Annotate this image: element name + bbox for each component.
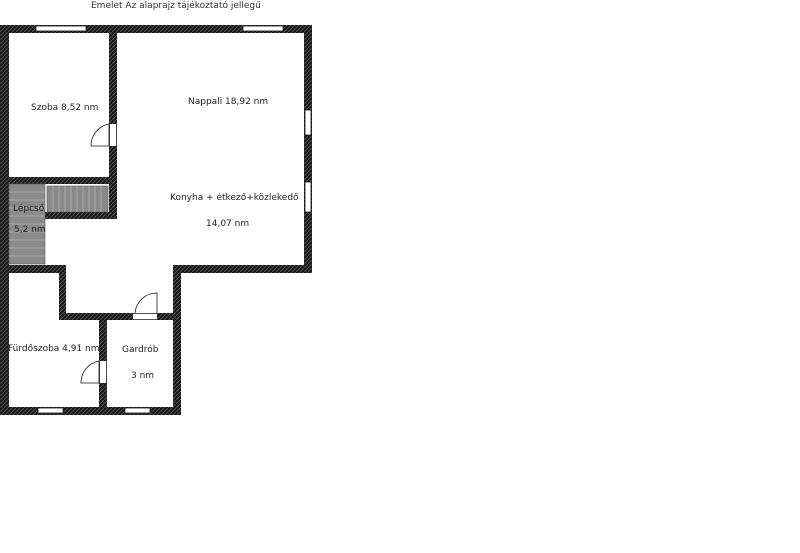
- wall-left-upper: [0, 25, 9, 265]
- wall-top: [0, 25, 312, 33]
- walls: [0, 25, 312, 415]
- wall-stair-bottom: [45, 212, 117, 219]
- plan-title: Emelet Az alaprajz tájékoztató jellegű: [91, 1, 261, 11]
- door-swing-szoba: [90, 123, 110, 147]
- windows: [35, 25, 312, 414]
- wall-lower-left-top: [0, 265, 66, 273]
- door-gap-furdo: [99, 361, 107, 383]
- window-gardrob-bottom: [124, 407, 151, 414]
- room-label-konyha-area: 14,07 nm: [206, 219, 250, 229]
- stairs: [8, 183, 109, 265]
- door-swing-gardrob: [134, 292, 158, 314]
- wall-szoba-nappali: [109, 25, 117, 219]
- window-nappali-right: [304, 109, 312, 136]
- room-label-nappali: Nappali 18,92 nm: [188, 97, 269, 107]
- door-gap-szoba: [109, 124, 117, 146]
- room-label-konyha: Konyha + étkező+közlekedő: [170, 193, 299, 203]
- room-label-szoba: Szoba 8,52 nm: [31, 103, 99, 113]
- window-konyha-right: [304, 181, 312, 213]
- window-szoba-top: [35, 25, 87, 32]
- wall-bottom: [0, 407, 181, 415]
- wall-nappali-bottom: [173, 265, 312, 273]
- doors: [80, 123, 158, 384]
- window-nappali-top: [242, 25, 284, 32]
- room-label-gardrob-area: 3 nm: [131, 371, 155, 381]
- room-label-furdo: Fürdőszoba 4,91 nm: [8, 344, 100, 354]
- wall-szoba-bottom: [0, 177, 117, 184]
- stair-flight-horizontal: [46, 185, 109, 213]
- wall-left-lower: [0, 265, 9, 415]
- wall-right: [304, 25, 312, 273]
- wall-corridor-left: [59, 265, 66, 320]
- door-gap-gardrob: [133, 313, 157, 320]
- wall-corridor-bottom: [59, 313, 181, 320]
- wall-step: [173, 265, 181, 415]
- room-label-gardrob: Gardrób: [122, 345, 159, 355]
- window-furdo-bottom: [37, 407, 64, 414]
- door-swing-furdo: [80, 360, 100, 384]
- room-label-lepcso-area: 5,2 nm: [14, 225, 46, 235]
- room-label-lepcso: Lépcső: [13, 204, 45, 214]
